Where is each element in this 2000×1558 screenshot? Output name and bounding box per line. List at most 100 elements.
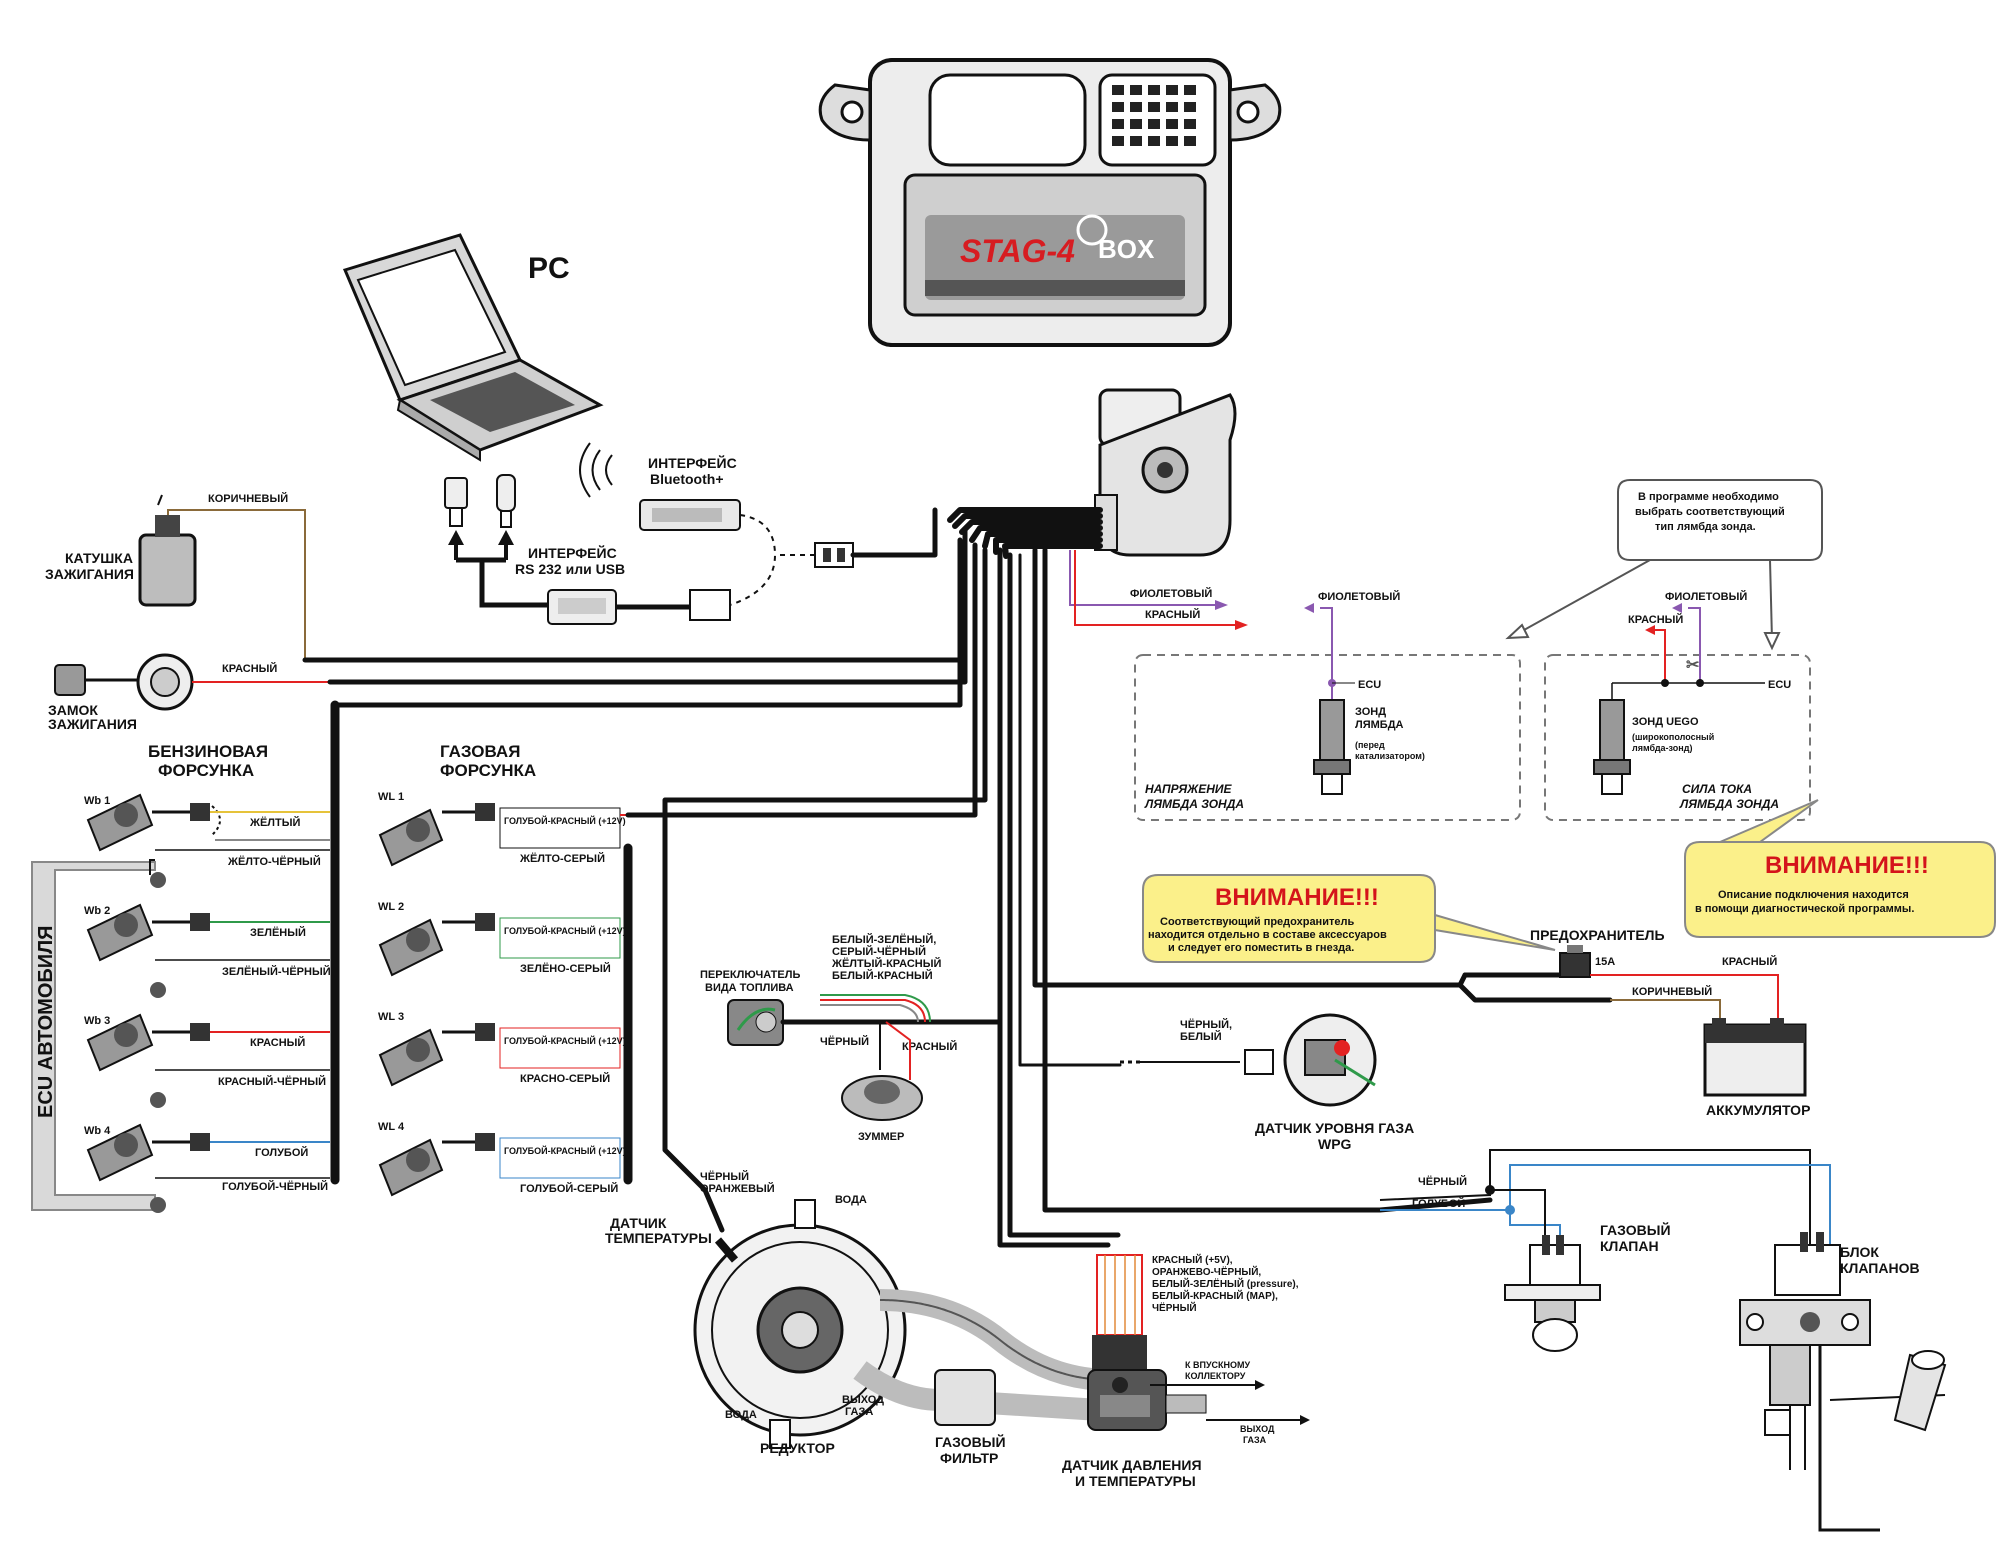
laptop-icon [342,233,604,462]
valve-black-label: ЧЁРНЫЙ [1418,1175,1467,1188]
gas-injector-3-wire1: ГОЛУБОЙ-КРАСНЫЙ (+12V) [504,1035,626,1046]
fuel-switch-wires-label: БЕЛЫЙ-ЗЕЛЁНЫЙ, СЕРЫЙ-ЧЁРНЫЙ ЖЁЛТЫЙ-КРАСН… [831,933,944,982]
gas-injector-1-wire1: ГОЛУБОЙ-КРАСНЫЙ (+12V) [504,815,626,826]
ignition-key-icon [54,653,194,711]
uego-red-label: КРАСНЫЙ [1628,613,1683,626]
lambda-red-label: КРАСНЫЙ [1145,608,1200,621]
gas-injector-3-icon [378,1023,621,1087]
petrol-injector-3-wire2: КРАСНЫЙ-ЧЁРНЫЙ [218,1075,326,1088]
fuse-rating-label: 15A [1595,956,1615,968]
buzzer-label: ЗУММЕР [858,1131,904,1143]
ecu-car-panel [31,861,156,1211]
warning-program-title: ВНИМАНИЕ!!! [1765,852,1929,879]
usb-interface-icon [547,589,731,625]
lambda-voltage-box [1134,654,1521,821]
gas-injector-2-wire2: ЗЕЛЁНО-СЕРЫЙ [520,962,611,975]
gas-injector-1-wire2: ЖЁЛТО-СЕРЫЙ [519,852,605,865]
fuel-switch-black-label: ЧЁРНЫЙ [820,1035,869,1048]
battery-icon [1703,1018,1807,1097]
battery-red-label: КРАСНЫЙ [1722,955,1777,968]
battery-brown-label: КОРИЧНЕВЫЙ [1632,985,1712,998]
lambda-probe-icon [1313,699,1351,795]
gas-injector-4-wire2: ГОЛУБОЙ-СЕРЫЙ [520,1182,618,1195]
petrol-injector-3-wire1: КРАСНЫЙ [250,1036,305,1049]
diag-connector-icon [814,507,938,568]
reducer-icon [693,1199,907,1449]
petrol-injector-3-id: Wb 3 [84,1015,110,1027]
petrol-injector-1-wire2: ЖЁЛТО-ЧЁРНЫЙ [227,855,321,868]
bluetooth-interface-icon [579,442,741,531]
gas-injector-4-id: WL 4 [378,1121,405,1133]
gas-level-sensor-icon [1244,1013,1377,1107]
pressure-wires-label: КРАСНЫЙ (+5V), ОРАНЖЕВО-ЧЁРНЫЙ, БЕЛЫЙ-ЗЕ… [1152,1253,1301,1314]
petrol-injector-4-id: Wb 4 [84,1125,111,1137]
gas-injector-3-wire2: КРАСНО-СЕРЫЙ [520,1072,610,1085]
gas-injector-4-icon [378,1133,621,1197]
lambda-ecu-label: ECU [1358,679,1381,691]
warning-program-callout [1684,799,1996,938]
petrol-injector-4-wire2: ГОЛУБОЙ-ЧЁРНЫЙ [222,1180,328,1193]
main-connector [1094,388,1237,557]
ignition-wire-label: КРАСНЫЙ [222,662,277,675]
program-note-callout [1505,479,1823,651]
coil-wire-label: КОРИЧНЕВЫЙ [208,492,288,505]
gas-injector-1-icon [378,803,665,867]
lambda-box-violet-label: ФИОЛЕТОВЫЙ [1318,590,1400,603]
petrol-injector-4-icon [86,1123,330,1213]
petrol-injector-3-icon [86,1013,330,1108]
petrol-injector-1-id: Wb 1 [84,795,110,807]
battery-label: АККУМУЛЯТОР [1706,1102,1810,1118]
warning-fuse-text: Соответствующий предохранитель находится… [1148,916,1390,954]
buzzer-icon [841,1075,923,1121]
water-in-label: ВОДА [835,1194,867,1206]
warning-fuse-title: ВНИМАНИЕ!!! [1215,884,1379,911]
petrol-injector-2-wire2: ЗЕЛЁНЫЙ-ЧЁРНЫЙ [222,965,331,978]
valve-blue-label: ГОЛУБОЙ [1412,1197,1465,1210]
water-out-label: ВОДА [725,1409,757,1421]
petrol-injector-4-wire1: ГОЛУБОЙ [255,1146,308,1159]
pressure-sensor-icon [1087,1254,1207,1431]
uego-ecu-label: ECU [1768,679,1791,691]
uego-violet-label: ФИОЛЕТОВЫЙ [1665,590,1747,603]
ignition-coil-icon [138,494,197,607]
gas-level-wires-label: ЧЁРНЫЙ,БЕЛЫЙ [1180,1018,1232,1043]
scissors-icon: ✂ [1686,657,1700,674]
program-note-text: В программе необходимо выбрать соответст… [1635,491,1788,533]
valve-block-icon [1739,1232,1947,1532]
uego-probe-label: ЗОНД UEGO [1632,716,1699,728]
usb-plug-icon [444,474,548,608]
lambda-violet-label: ФИОЛЕТОВЫЙ [1130,587,1212,600]
gas-valve-icon [1504,1235,1601,1352]
fuel-switch-icon [727,999,784,1046]
reducer-label: РЕДУКТОР [760,1440,835,1456]
stag-box-label: BOX [1098,234,1155,264]
warning-program-text: Описание подключения находится в помощи … [1695,889,1914,915]
petrol-injector-2-id: Wb 2 [84,905,110,917]
lambda-current-box [1544,654,1811,821]
petrol-injector-2-icon [86,903,330,998]
gas-injector-3-id: WL 3 [378,1011,404,1023]
